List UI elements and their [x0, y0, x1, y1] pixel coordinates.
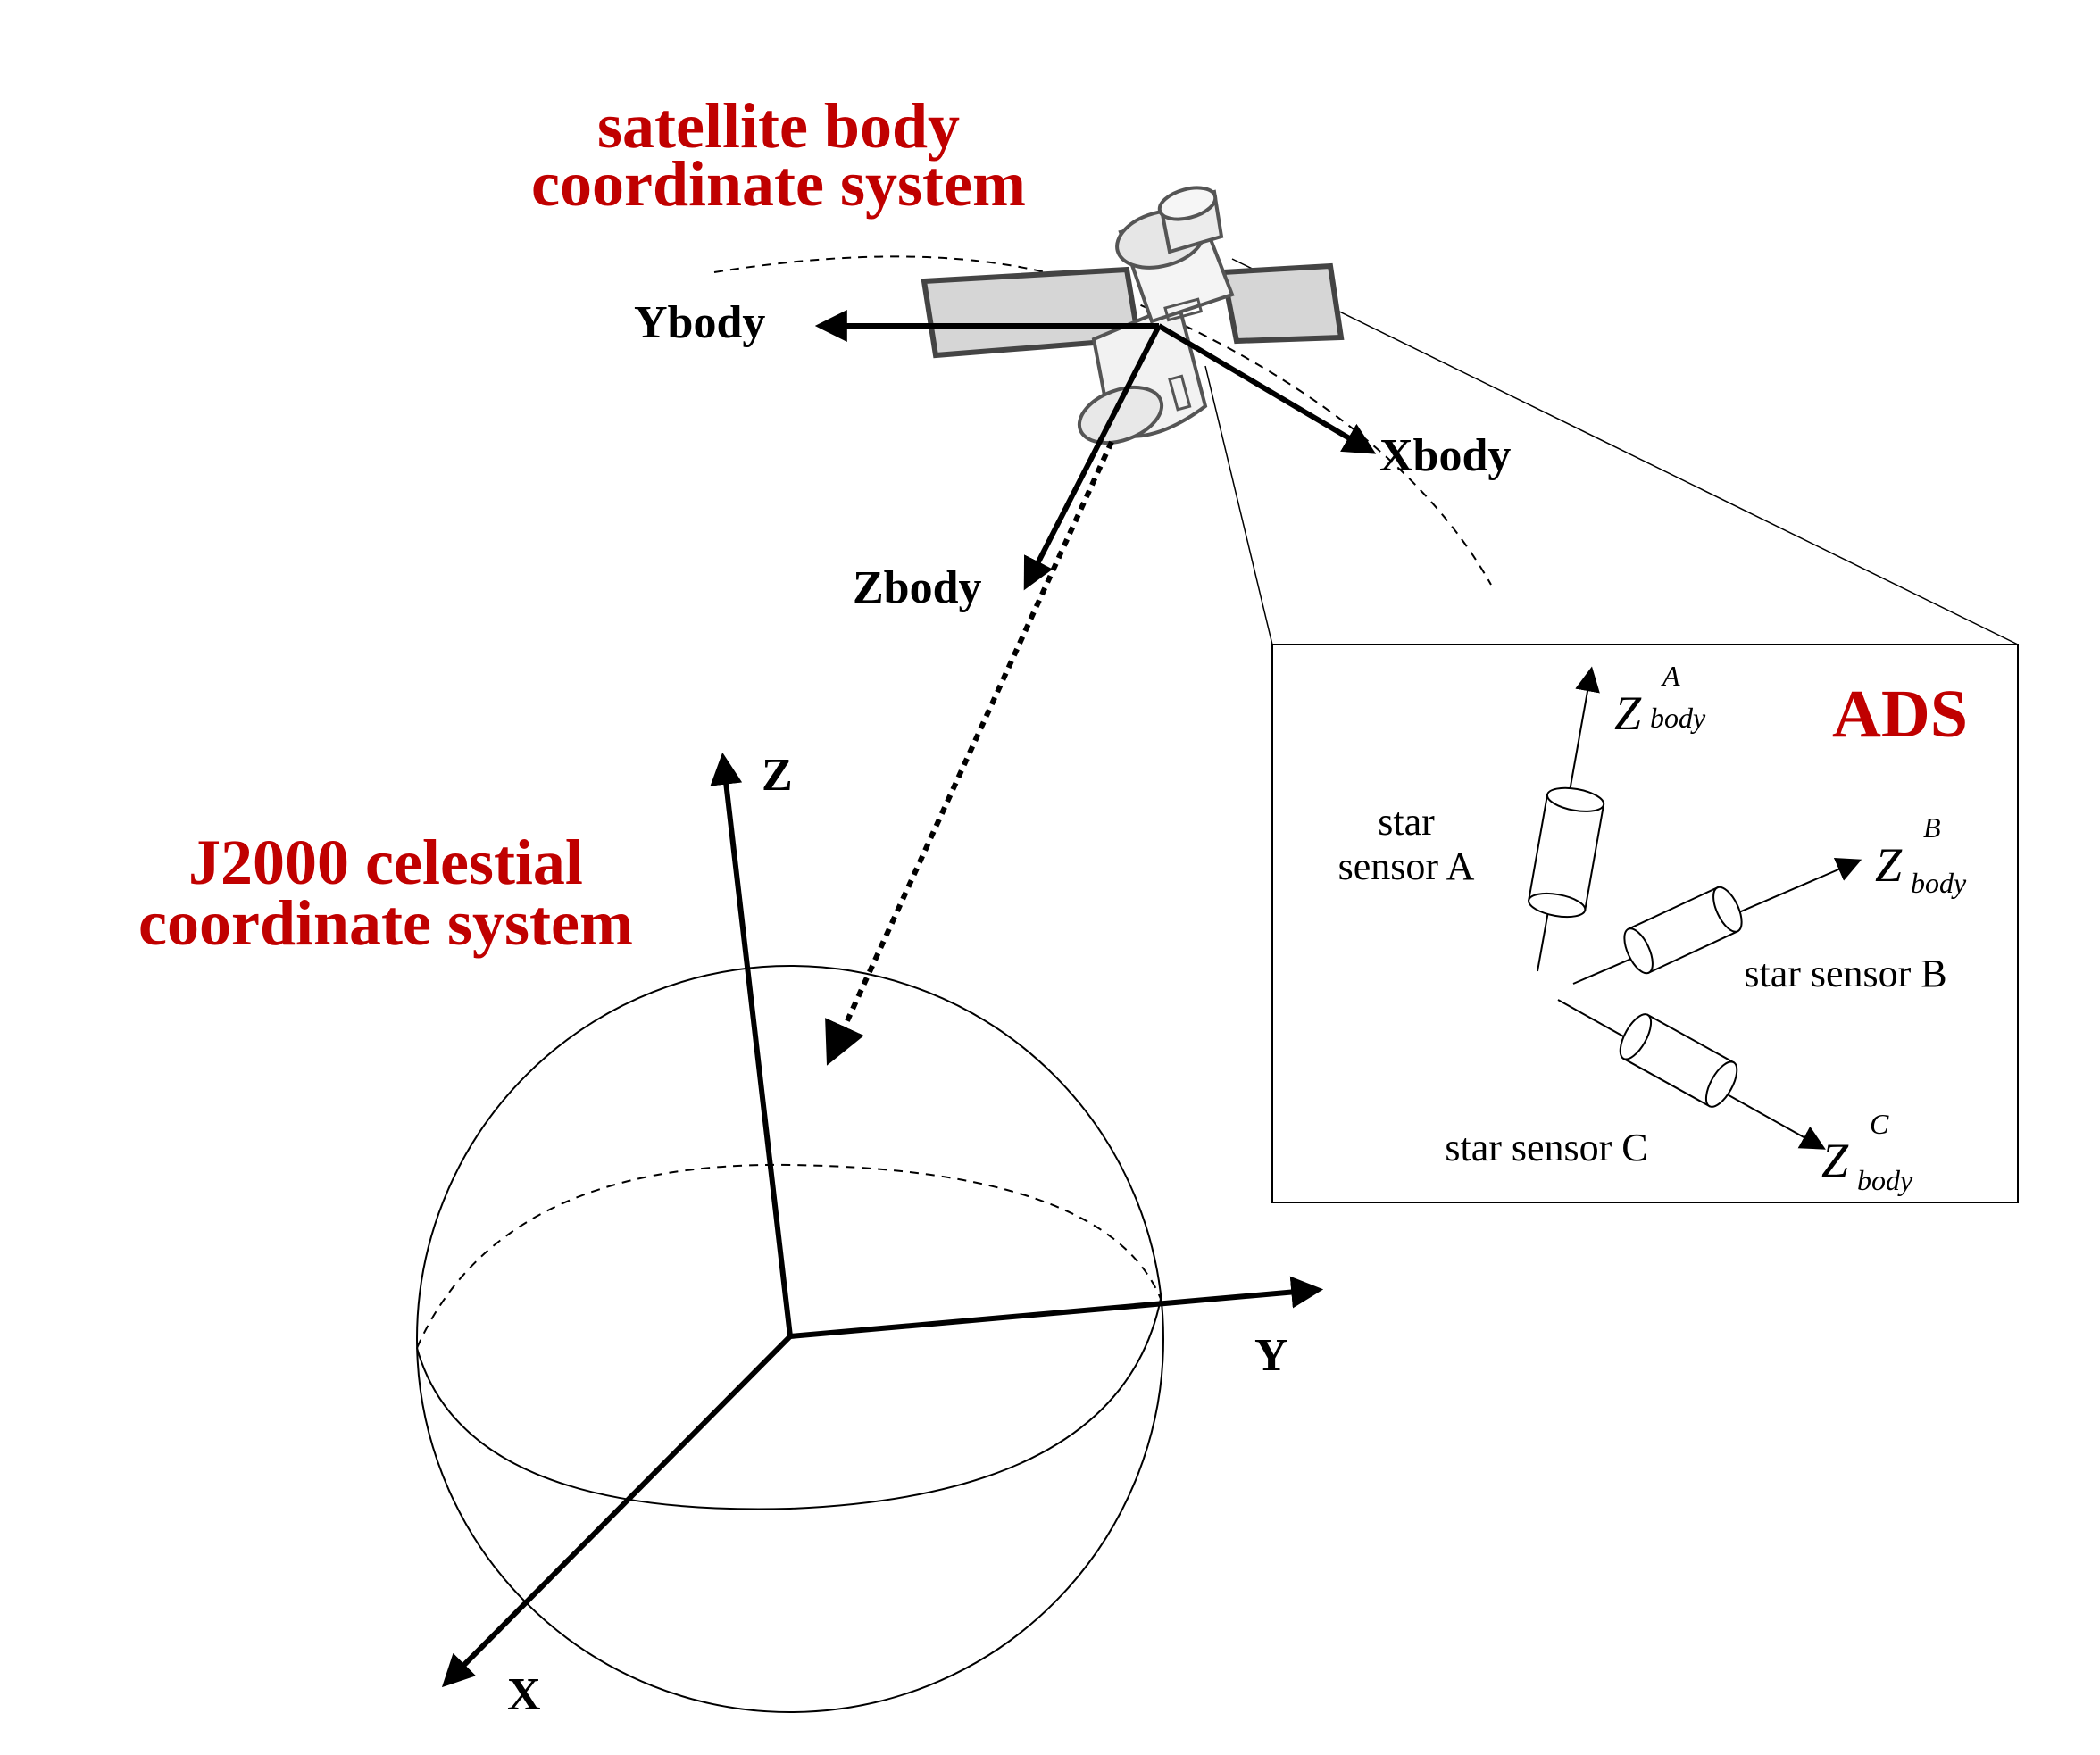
z-axis-arrow — [710, 752, 793, 1337]
y-axis-arrow — [789, 1276, 1324, 1339]
zoom-line-left — [1204, 365, 1273, 645]
ads-title: ADS — [1832, 677, 1968, 752]
svg-text:C: C — [1870, 1108, 1889, 1140]
z-label: Z — [762, 750, 793, 801]
equator-back — [416, 1163, 1162, 1349]
svg-text:A: A — [1661, 660, 1680, 692]
sensor-b-label: star sensor B — [1744, 952, 1946, 995]
z-body-b-label: Z B body — [1875, 811, 1967, 899]
sensor-c-cylinder — [1619, 1013, 1738, 1108]
satellite-icon — [921, 186, 1345, 445]
svg-text:body: body — [1911, 867, 1967, 899]
zbody-axis-arrow — [1023, 324, 1162, 591]
satellite-title-line1: satellite body — [597, 90, 960, 162]
z-body-a-label: Z A body — [1614, 660, 1706, 740]
ads-panel: ADS star sensor A star sensor B star sen… — [1271, 644, 2019, 1203]
sensor-a-label-line1: star — [1378, 800, 1435, 844]
sensor-b-cylinder — [1623, 886, 1743, 975]
zoom-line-right — [1231, 258, 2019, 645]
pointing-line — [825, 440, 1114, 1066]
sensor-c-label: star sensor C — [1445, 1126, 1647, 1169]
xbody-label: Xbody — [1379, 430, 1511, 481]
x-label: X — [507, 1669, 541, 1720]
svg-text:Z: Z — [1821, 1134, 1849, 1187]
svg-text:body: body — [1857, 1164, 1913, 1196]
z-body-c-label: Z C body — [1821, 1108, 1913, 1196]
xbody-axis-arrow — [1157, 323, 1377, 454]
svg-text:Z: Z — [1875, 838, 1903, 892]
y-label: Y — [1254, 1330, 1288, 1381]
svg-text:B: B — [1923, 811, 1941, 844]
equator-front — [416, 1298, 1162, 1510]
sensor-a-label-line2: sensor A — [1338, 844, 1475, 888]
earth-sphere — [416, 965, 1164, 1713]
j2000-title-line2: coordinate system — [138, 887, 633, 959]
svg-text:body: body — [1650, 702, 1706, 734]
j2000-title-line1: J2000 celestial — [188, 827, 583, 898]
satellite-title-line2: coordinate system — [531, 148, 1026, 220]
svg-text:Z: Z — [1614, 686, 1642, 740]
sensor-a-cylinder — [1528, 786, 1605, 919]
ybody-label: Ybody — [634, 297, 765, 348]
zbody-label: Zbody — [853, 562, 982, 613]
x-axis-arrow — [441, 1334, 793, 1688]
